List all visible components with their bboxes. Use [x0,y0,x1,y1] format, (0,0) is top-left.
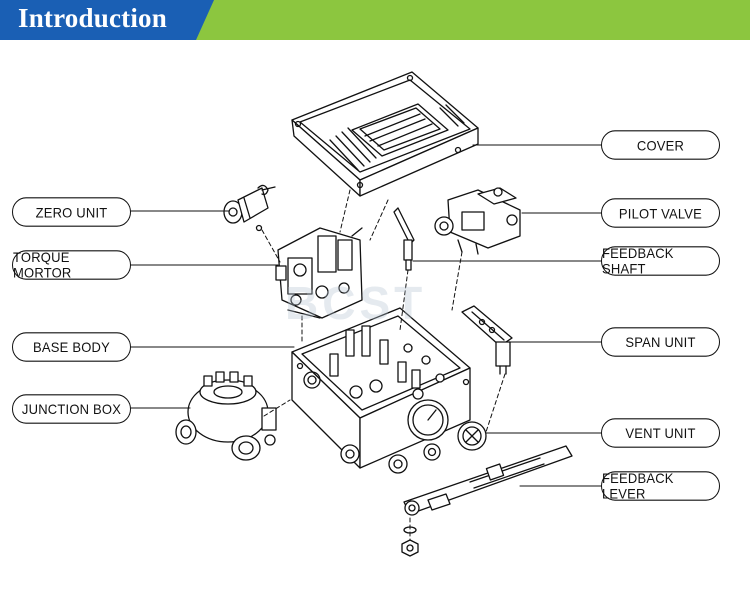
header-banner: Introduction [0,0,750,40]
label-cover: COVER [601,130,720,160]
label-zero-unit: ZERO UNIT [12,197,131,227]
base-body-part [291,307,471,474]
label-feedback-lever: FEEDBACK LEVER [601,470,720,502]
banner-background [0,0,750,40]
label-junction-box: JUNCTION BOX [12,394,131,424]
junction-box-part [175,371,277,461]
vent-unit-part [407,399,487,451]
label-torque-motor: TORQUE MORTOR [12,249,131,281]
label-pilot-valve: PILOT VALVE [601,198,720,228]
label-span-unit: SPAN UNIT [601,327,720,357]
page-title: Introduction [18,3,167,33]
label-feedback-shaft: FEEDBACK SHAFT [601,245,720,277]
feedback-shaft-part [393,207,415,271]
feedback-lever-part [401,445,573,557]
cover-part [291,71,479,197]
span-unit-part [461,305,513,375]
torque-motor-part [275,227,363,319]
label-base-body: BASE BODY [12,332,131,362]
label-vent-unit: VENT UNIT [601,418,720,448]
exploded-diagram [130,71,603,557]
pilot-valve-part [434,187,521,255]
watermark: BCST [285,277,427,329]
zero-unit-part [223,184,276,232]
